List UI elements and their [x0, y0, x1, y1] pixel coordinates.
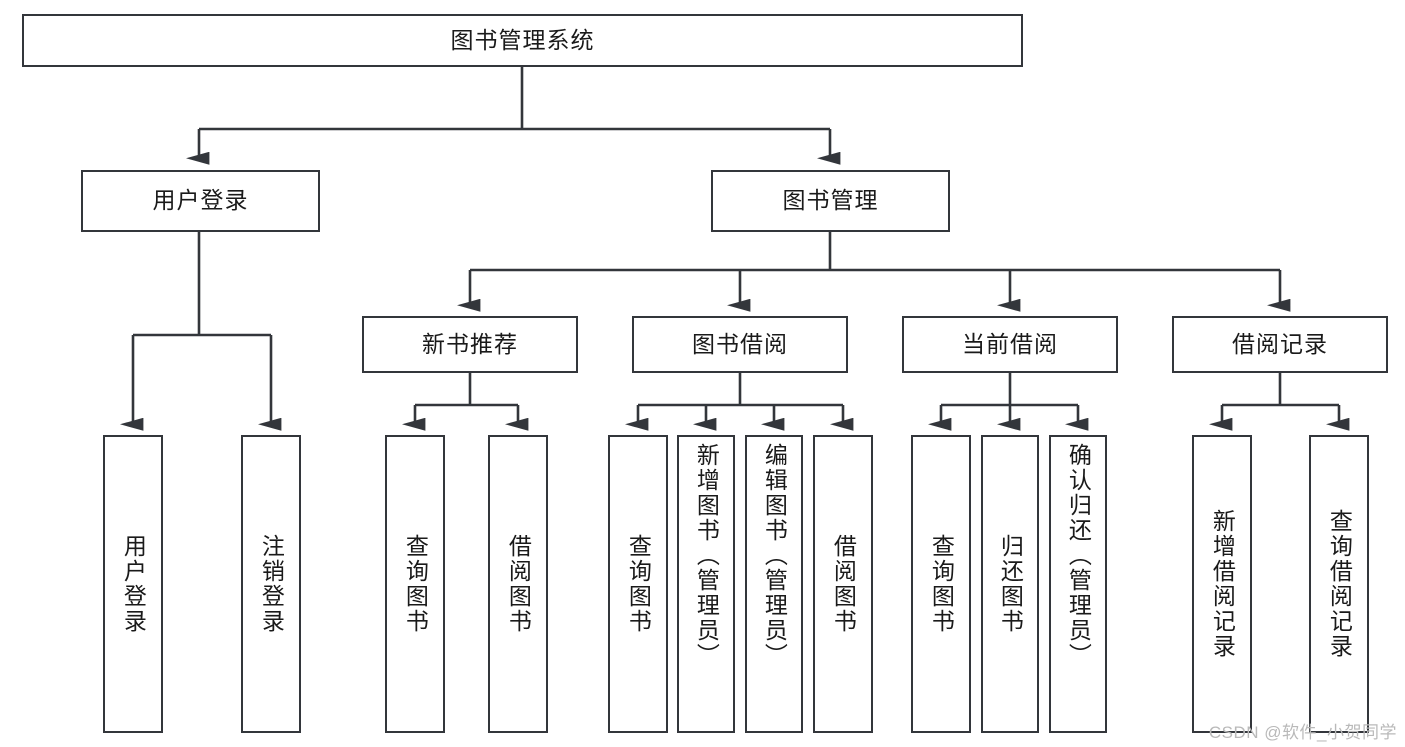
node-current-borrow[interactable]: 当前借阅 — [902, 316, 1118, 373]
node-leaf-add-book[interactable]: 新增图书（管理员） — [677, 435, 735, 733]
node-user-login-label: 用户登录 — [152, 187, 249, 214]
node-leaf-query-book-2[interactable]: 查询图书 — [608, 435, 668, 733]
node-book-borrow[interactable]: 图书借阅 — [632, 316, 848, 373]
node-leaf-add-record[interactable]: 新增借阅记录 — [1192, 435, 1252, 733]
node-current-borrow-label: 当前借阅 — [962, 330, 1058, 357]
node-leaf-edit-book[interactable]: 编辑图书（管理员） — [745, 435, 803, 733]
node-borrow-record[interactable]: 借阅记录 — [1172, 316, 1388, 373]
node-user-login[interactable]: 用户登录 — [81, 170, 320, 232]
node-leaf-confirm-return[interactable]: 确认归还（管理员） — [1049, 435, 1107, 733]
node-book-management-label: 图书管理 — [782, 187, 879, 214]
node-book-management[interactable]: 图书管理 — [711, 170, 950, 232]
node-root-label: 图书管理系统 — [450, 26, 595, 53]
node-leaf-user-login-label: 用户登录 — [120, 534, 147, 634]
node-leaf-borrow-book-2[interactable]: 借阅图书 — [813, 435, 873, 733]
node-leaf-borrow-book-2-label: 借阅图书 — [830, 534, 857, 634]
node-root[interactable]: 图书管理系统 — [22, 14, 1023, 67]
node-leaf-confirm-return-label: 确认归还（管理员） — [1065, 443, 1092, 668]
node-leaf-user-login[interactable]: 用户登录 — [103, 435, 163, 733]
csdn-watermark: CSDN @软件_小贺同学 — [1208, 723, 1397, 742]
node-leaf-logout-label: 注销登录 — [258, 534, 285, 634]
node-leaf-borrow-book-1[interactable]: 借阅图书 — [488, 435, 548, 733]
node-leaf-query-book-3-label: 查询图书 — [928, 534, 955, 634]
node-leaf-query-book-2-label: 查询图书 — [625, 534, 652, 634]
node-new-book-recommend[interactable]: 新书推荐 — [362, 316, 578, 373]
node-new-book-recommend-label: 新书推荐 — [422, 330, 518, 357]
node-borrow-record-label: 借阅记录 — [1232, 330, 1328, 357]
node-leaf-query-book-3[interactable]: 查询图书 — [911, 435, 971, 733]
node-leaf-query-record-label: 查询借阅记录 — [1326, 509, 1353, 659]
node-book-borrow-label: 图书借阅 — [692, 330, 788, 357]
node-leaf-query-record[interactable]: 查询借阅记录 — [1309, 435, 1369, 733]
node-leaf-add-record-label: 新增借阅记录 — [1209, 509, 1236, 659]
node-leaf-logout[interactable]: 注销登录 — [241, 435, 301, 733]
node-leaf-edit-book-label: 编辑图书（管理员） — [761, 443, 788, 668]
node-leaf-return-book[interactable]: 归还图书 — [981, 435, 1039, 733]
node-leaf-query-book-1[interactable]: 查询图书 — [385, 435, 445, 733]
node-leaf-add-book-label: 新增图书（管理员） — [693, 443, 720, 668]
node-leaf-borrow-book-1-label: 借阅图书 — [505, 534, 532, 634]
node-leaf-query-book-1-label: 查询图书 — [402, 534, 429, 634]
node-leaf-return-book-label: 归还图书 — [997, 534, 1024, 634]
